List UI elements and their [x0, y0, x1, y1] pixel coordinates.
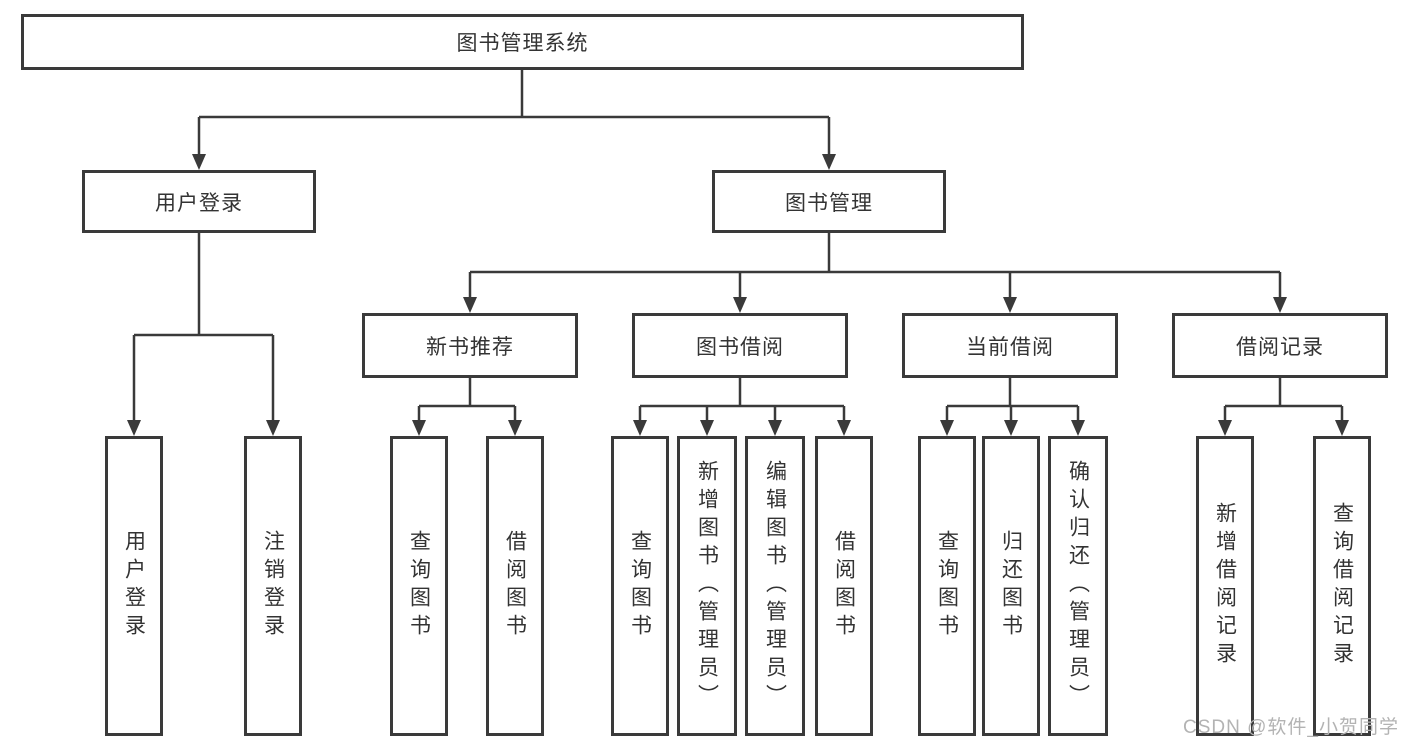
- arrowhead: [508, 420, 522, 436]
- arrowhead: [837, 420, 851, 436]
- arrowhead: [127, 420, 141, 436]
- node-leaf-confirm-return-admin: 确认归还（管理员）: [1048, 436, 1108, 736]
- node-user-login: 用户登录: [82, 170, 316, 233]
- node-current-borrowing: 当前借阅: [902, 313, 1118, 378]
- arrowhead: [822, 154, 836, 170]
- node-leaf-add-books-admin-label: 新增图书（管理员）: [695, 460, 719, 712]
- arrowhead: [700, 420, 714, 436]
- node-user-login-label: 用户登录: [155, 191, 243, 215]
- node-leaf-query-borrow-record-label: 查询借阅记录: [1330, 502, 1354, 670]
- arrowhead: [1004, 420, 1018, 436]
- node-leaf-return-books: 归还图书: [982, 436, 1040, 736]
- node-new-book-recommend-label: 新书推荐: [426, 335, 514, 359]
- node-leaf-logout: 注销登录: [244, 436, 302, 736]
- connector-new-book-recommend-children: [412, 378, 522, 436]
- node-leaf-query-books-3: 查询图书: [918, 436, 976, 736]
- node-leaf-query-books-1: 查询图书: [390, 436, 448, 736]
- connector-borrowing-records-children: [1218, 378, 1349, 436]
- node-root: 图书管理系统: [21, 14, 1024, 70]
- connector-user-login-children: [127, 233, 280, 436]
- arrowhead: [768, 420, 782, 436]
- arrowhead: [192, 154, 206, 170]
- node-leaf-logout-label: 注销登录: [261, 530, 285, 642]
- arrowhead: [940, 420, 954, 436]
- node-leaf-query-books-2-label: 查询图书: [628, 530, 652, 642]
- node-book-borrowing: 图书借阅: [632, 313, 848, 378]
- arrowhead: [1218, 420, 1232, 436]
- arrowhead: [266, 420, 280, 436]
- arrowhead: [1273, 297, 1287, 313]
- node-leaf-return-books-label: 归还图书: [999, 530, 1023, 642]
- connector-current-borrowing-children: [940, 378, 1085, 436]
- arrowhead: [1071, 420, 1085, 436]
- node-current-borrowing-label: 当前借阅: [966, 335, 1054, 359]
- node-book-management-label: 图书管理: [785, 191, 873, 215]
- node-leaf-query-books-1-label: 查询图书: [407, 530, 431, 642]
- csdn-watermark: CSDN @软件_小贺同学: [1183, 717, 1399, 738]
- node-leaf-confirm-return-admin-label: 确认归还（管理员）: [1066, 460, 1090, 712]
- node-leaf-borrow-books-1-label: 借阅图书: [503, 530, 527, 642]
- node-leaf-user-login-label: 用户登录: [122, 530, 146, 642]
- node-leaf-borrow-books-2: 借阅图书: [815, 436, 873, 736]
- node-leaf-add-borrow-record-label: 新增借阅记录: [1213, 502, 1237, 670]
- node-leaf-borrow-books-2-label: 借阅图书: [832, 530, 856, 642]
- node-book-borrowing-label: 图书借阅: [696, 335, 784, 359]
- arrowhead: [463, 297, 477, 313]
- node-leaf-edit-books-admin-label: 编辑图书（管理员）: [763, 460, 787, 712]
- node-borrowing-records: 借阅记录: [1172, 313, 1388, 378]
- node-leaf-add-borrow-record: 新增借阅记录: [1196, 436, 1254, 736]
- node-borrowing-records-label: 借阅记录: [1236, 335, 1324, 359]
- node-new-book-recommend: 新书推荐: [362, 313, 578, 378]
- node-leaf-query-books-2: 查询图书: [611, 436, 669, 736]
- node-book-management: 图书管理: [712, 170, 946, 233]
- connector-root-to-level2: [192, 69, 836, 170]
- connector-book-borrowing-children: [633, 378, 851, 436]
- arrowhead: [733, 297, 747, 313]
- node-leaf-edit-books-admin: 编辑图书（管理员）: [745, 436, 805, 736]
- arrowhead: [1003, 297, 1017, 313]
- node-leaf-add-books-admin: 新增图书（管理员）: [677, 436, 737, 736]
- node-leaf-query-books-3-label: 查询图书: [935, 530, 959, 642]
- node-leaf-borrow-books-1: 借阅图书: [486, 436, 544, 736]
- arrowhead: [412, 420, 426, 436]
- node-leaf-query-borrow-record: 查询借阅记录: [1313, 436, 1371, 736]
- node-root-label: 图书管理系统: [456, 32, 589, 55]
- arrowhead: [633, 420, 647, 436]
- arrowhead: [1335, 420, 1349, 436]
- connector-book-management-children: [463, 233, 1287, 313]
- node-leaf-user-login: 用户登录: [105, 436, 163, 736]
